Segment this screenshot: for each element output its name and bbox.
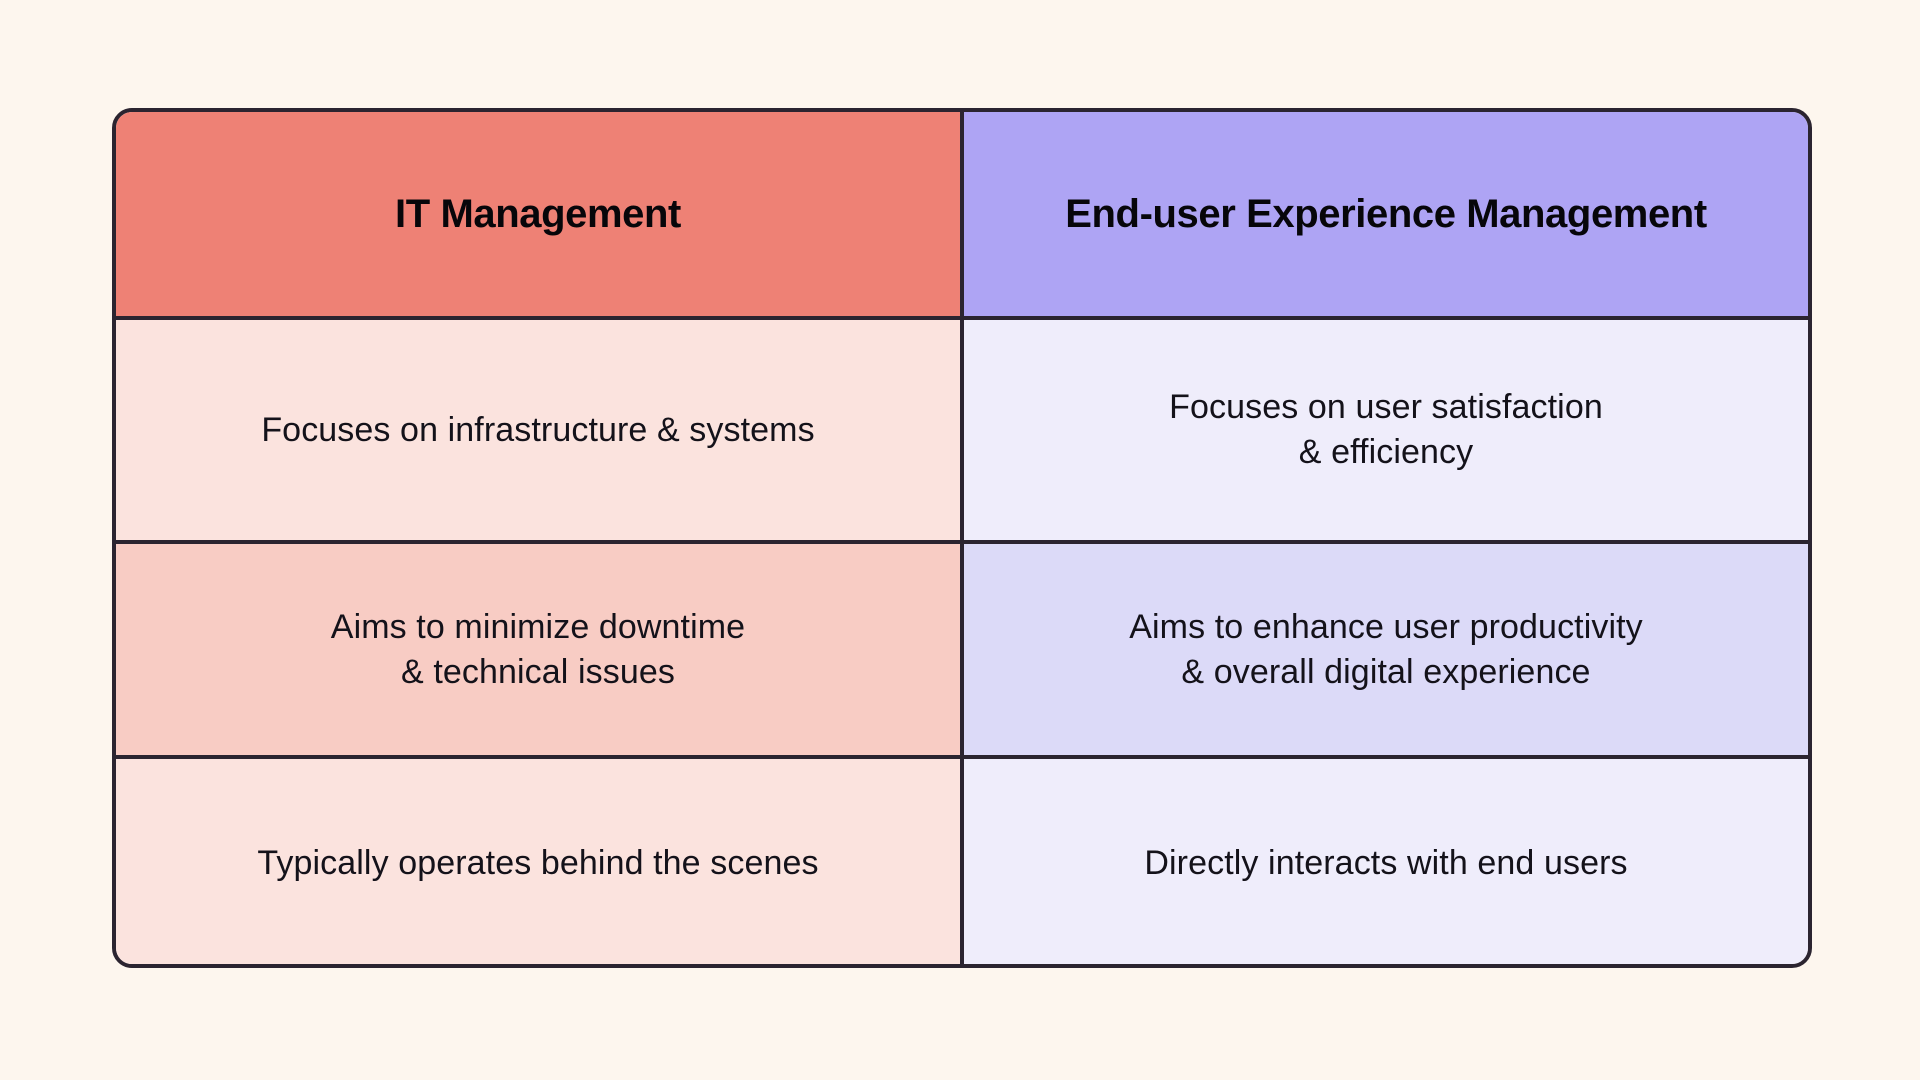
column-header-it-management-label: IT Management [395, 191, 681, 236]
cell-line: Typically operates behind the scenes [257, 844, 819, 883]
table-row: Focuses on infrastructure & systems Focu… [116, 318, 1808, 544]
table-header-row: IT Management End-user Experience Manage… [116, 112, 1808, 320]
cell-line: & efficiency [1298, 433, 1474, 471]
cell-line: & technical issues [401, 652, 675, 691]
column-header-end-user-experience-management-label: End-user Experience Management [1065, 191, 1707, 236]
column-header-end-user-experience-management: End-user Experience Management [962, 112, 1808, 320]
cell-it-management-row-2: Aims to minimize downtime & technical is… [116, 542, 964, 759]
cell-line: Focuses on infrastructure & systems [261, 410, 815, 449]
cell-end-user-experience-management-row-2: Aims to enhance user productivity & over… [962, 542, 1808, 759]
table-row: Typically operates behind the scenes Dir… [116, 757, 1808, 964]
cell-it-management-row-3: Typically operates behind the scenes [116, 757, 964, 964]
comparison-table-grid: IT Management End-user Experience Manage… [116, 112, 1808, 964]
cell-line: Aims to minimize downtime [330, 607, 746, 646]
cell-end-user-experience-management-row-3: Directly interacts with end users [962, 757, 1808, 964]
column-header-it-management: IT Management [116, 112, 964, 320]
cell-end-user-experience-management-row-1: Focuses on user satisfaction & efficienc… [962, 318, 1808, 544]
table-row: Aims to minimize downtime & technical is… [116, 542, 1808, 759]
cell-line: Aims to enhance user productivity [1129, 607, 1643, 646]
cell-line: Directly interacts with end users [1144, 844, 1628, 883]
cell-line: & overall digital experience [1181, 652, 1591, 691]
cell-line: Focuses on user satisfaction [1169, 388, 1603, 427]
cell-it-management-row-1: Focuses on infrastructure & systems [116, 318, 964, 544]
comparison-table: IT Management End-user Experience Manage… [112, 108, 1812, 968]
